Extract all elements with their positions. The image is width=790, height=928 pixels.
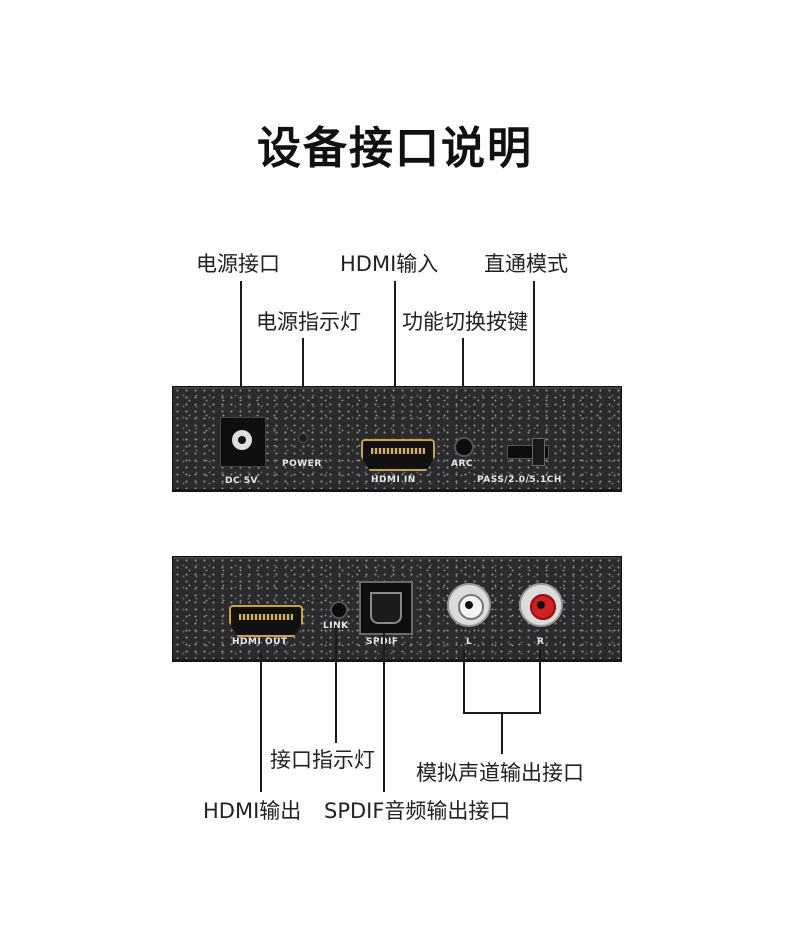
- leader-line-pass: [533, 281, 535, 446]
- arc-button[interactable]: [454, 437, 474, 457]
- link-led-icon: [330, 601, 348, 619]
- label-dc-port: 电源接口: [196, 252, 280, 276]
- switch-knob[interactable]: [532, 438, 545, 466]
- spdif-port: [359, 581, 413, 635]
- label-analog-out: 模拟声道输出接口: [416, 761, 584, 785]
- dc-label: DC 5V: [225, 476, 258, 486]
- label-link-led: 接口指示灯: [270, 748, 375, 772]
- label-arc-button: 功能切换按键: [402, 310, 528, 334]
- leader-line-dc: [240, 281, 242, 431]
- hdmi-out-port: [229, 605, 303, 637]
- leader-line-rca-left: [463, 650, 465, 714]
- label-pass-mode: 直通模式: [484, 252, 568, 276]
- rca-right-jack: [519, 583, 563, 627]
- power-led-icon: [298, 433, 308, 443]
- hdmi-in-label: HDMI IN: [371, 475, 416, 485]
- rear-panel: HDMI OUT LINK SPDIF L R: [172, 556, 622, 662]
- leader-line-hdmi-in: [394, 281, 396, 415]
- hdmi-out-label: HDMI OUT: [232, 637, 288, 647]
- leader-line-spdif: [383, 632, 385, 792]
- spdif-label: SPDIF: [366, 637, 399, 647]
- leader-line-rca-right: [539, 650, 541, 714]
- page-title: 设备接口说明: [257, 123, 533, 174]
- rca-left-jack: [447, 583, 491, 627]
- label-spdif-out: SPDIF音频输出接口: [324, 799, 511, 823]
- arc-label: ARC: [451, 459, 474, 469]
- switch-label: PASS/2.0/5.1CH: [477, 475, 562, 485]
- front-panel: DC 5V POWER HDMI IN ARC PASS/2.0/5.1CH: [172, 386, 622, 492]
- label-hdmi-out: HDMI输出: [203, 799, 302, 823]
- label-hdmi-in: HDMI输入: [340, 252, 439, 276]
- dc-jack: [220, 417, 266, 467]
- pass-mode-switch[interactable]: [507, 438, 549, 466]
- label-power-led: 电源指示灯: [256, 310, 361, 334]
- leader-line-rca-stem: [501, 712, 503, 754]
- rca-left-label: L: [466, 637, 473, 647]
- rca-right-label: R: [537, 637, 545, 647]
- power-label: POWER: [282, 459, 322, 469]
- leader-line-hdmi-out: [260, 652, 262, 792]
- hdmi-in-port: [361, 439, 435, 471]
- spdif-icon: [370, 592, 402, 624]
- leader-line-link: [335, 625, 337, 743]
- dc-jack-icon: [232, 430, 252, 450]
